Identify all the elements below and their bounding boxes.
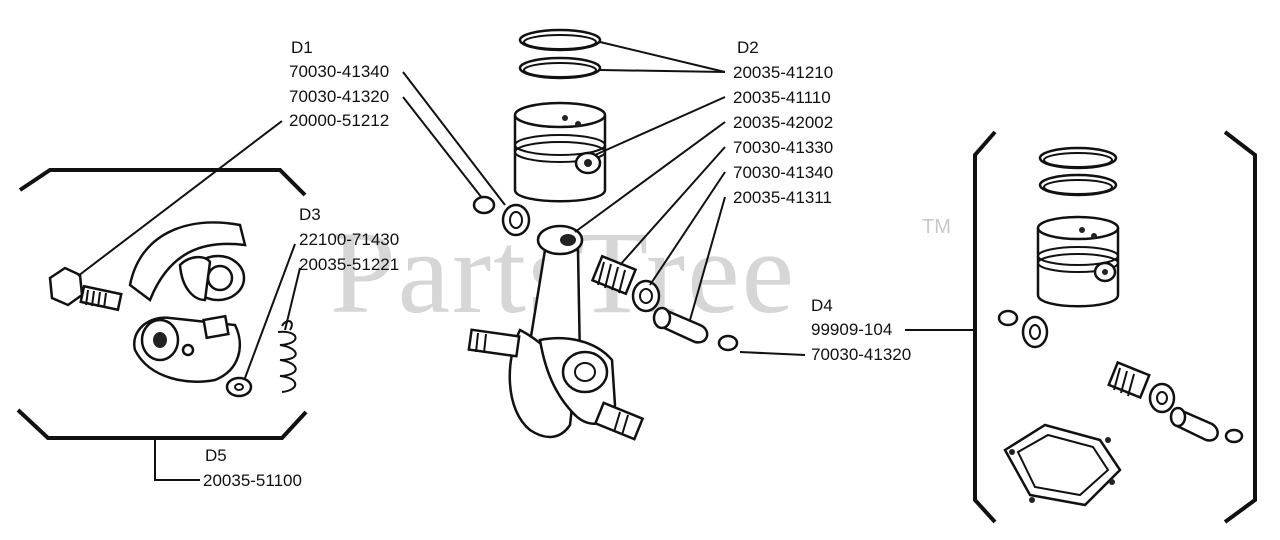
kit-small-ring — [997, 309, 1019, 327]
kit-circlip — [1224, 428, 1244, 444]
clutch-bolt — [48, 266, 123, 312]
d4-part-2[interactable]: 70030-41320 — [811, 345, 912, 364]
d1-bearing-ring — [501, 203, 531, 237]
clutch-shoe-upper — [128, 221, 247, 302]
clutch-spring — [277, 320, 297, 393]
piston-pin — [652, 306, 709, 344]
d2-part-5[interactable]: 70030-41340 — [733, 163, 834, 182]
kit-piston-rings — [1038, 146, 1118, 197]
kit-bearing-ring — [1021, 315, 1049, 349]
d2-part-1[interactable]: 20035-41210 — [733, 63, 834, 82]
connecting-rod — [526, 224, 584, 364]
clutch-washer — [225, 376, 253, 398]
piston-rings — [518, 28, 602, 80]
piston — [513, 101, 607, 203]
center-leader-lines — [402, 41, 806, 356]
circlip — [717, 334, 739, 352]
d3-title: D3 — [299, 205, 321, 224]
d1-part-1[interactable]: 70030-41340 — [289, 62, 390, 81]
d4-title: D4 — [811, 296, 833, 315]
kit-piston — [1036, 215, 1120, 308]
leader-20000-51212 — [77, 120, 283, 277]
d2-part-3[interactable]: 20035-42002 — [733, 113, 834, 132]
d3-part-1[interactable]: 22100-71430 — [299, 230, 400, 249]
d2-part-2[interactable]: 20035-41110 — [733, 88, 831, 107]
leader-22100-71430 — [244, 243, 296, 379]
d2-title: D2 — [737, 38, 759, 57]
d2-part-6[interactable]: 20035-41311 — [733, 188, 832, 207]
kit-thrust-washer — [1148, 382, 1176, 414]
kit-piston-pin — [1169, 406, 1219, 442]
d1-part-2[interactable]: 70030-41320 — [289, 87, 390, 106]
d2-part-4[interactable]: 70030-41330 — [733, 138, 834, 157]
piston-kit-group-bracket — [905, 130, 1257, 524]
d1-small-ring — [472, 195, 496, 215]
crankshaft — [467, 328, 645, 441]
d1-part-3[interactable]: 20000-51212 — [289, 111, 390, 130]
cylinder-gasket — [1003, 423, 1122, 507]
clutch-group-bracket — [16, 168, 308, 481]
d5-part-1[interactable]: 20035-51100 — [203, 471, 302, 490]
thrust-washer — [631, 279, 661, 313]
d5-title: D5 — [205, 446, 227, 465]
d3-part-2[interactable]: 20035-51221 — [299, 255, 400, 274]
d4-part-1[interactable]: 99909-104 — [811, 320, 893, 339]
d1-title: D1 — [291, 38, 313, 57]
trademark-symbol: TM — [922, 216, 951, 238]
kit-needle-bearing — [1107, 360, 1151, 400]
needle-bearing — [590, 254, 638, 296]
clutch-shoe-lower — [132, 314, 242, 383]
leader-20035-51221 — [284, 267, 301, 331]
